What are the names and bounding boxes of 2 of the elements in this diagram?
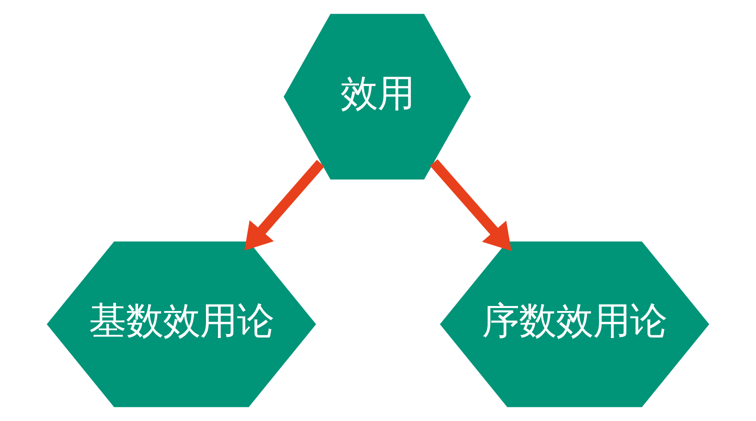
arrow <box>430 159 512 251</box>
arrow <box>244 160 324 250</box>
